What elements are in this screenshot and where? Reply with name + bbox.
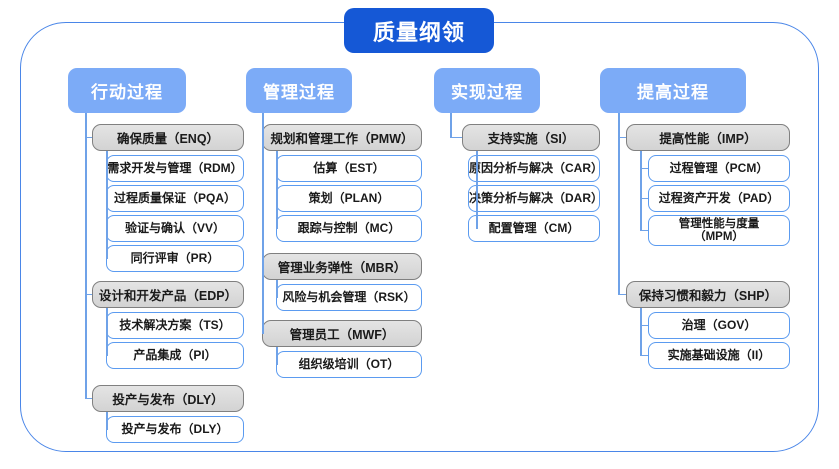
diagram-title: 质量纲领 (344, 8, 494, 53)
connector-group-4-2 (618, 293, 626, 296)
connector-group-3-1 (450, 136, 462, 139)
connector-spine-group-4-2 (640, 308, 642, 356)
leaf-box-1-1-3[interactable]: 验证与确认（VV） (106, 215, 244, 242)
connector-spine-group-1-1 (106, 151, 108, 259)
connector-spine-group-4-1 (640, 151, 642, 231)
connector-spine-column-3 (450, 113, 452, 138)
group-box-3-1[interactable]: 支持实施（SI） (462, 124, 600, 151)
group-box-1-2[interactable]: 设计和开发产品（EDP） (92, 281, 244, 308)
leaf-box-1-2-1[interactable]: 技术解决方案（TS） (106, 312, 244, 339)
connector-spine-column-2 (262, 113, 264, 334)
leaf-box-3-1-1[interactable]: 原因分析与解决（CAR） (468, 155, 603, 182)
leaf-box-2-3-1[interactable]: 组织级培训（OT） (276, 351, 422, 378)
leaf-box-1-1-1[interactable]: 需求开发与管理（RDM） (106, 155, 244, 182)
connector-leaf-4-2-2 (640, 354, 648, 357)
connector-spine-column-4 (618, 113, 620, 295)
leaf-box-4-2-1[interactable]: 治理（GOV） (648, 312, 790, 339)
connector-spine-group-2-1 (276, 151, 278, 229)
group-box-1-1[interactable]: 确保质量（ENQ） (92, 124, 244, 151)
connector-group-4-1 (618, 136, 626, 139)
connector-spine-group-1-2 (106, 308, 108, 356)
leaf-box-4-2-2[interactable]: 实施基础设施（II） (648, 342, 790, 369)
connector-spine-group-1-3 (106, 412, 108, 430)
group-box-2-2[interactable]: 管理业务弹性（MBR） (262, 253, 422, 280)
connector-leaf-4-1-1 (640, 167, 648, 170)
connector-leaf-4-1-3 (640, 229, 648, 232)
group-box-2-3[interactable]: 管理员工（MWF） (262, 320, 422, 347)
connector-spine-group-3-1 (476, 151, 478, 229)
leaf-box-2-1-3[interactable]: 跟踪与控制（MC） (276, 215, 422, 242)
group-box-1-3[interactable]: 投产与发布（DLY） (92, 385, 244, 412)
leaf-box-2-1-2[interactable]: 策划（PLAN） (276, 185, 422, 212)
leaf-box-4-1-1[interactable]: 过程管理（PCM） (648, 155, 790, 182)
leaf-box-4-1-2[interactable]: 过程资产开发（PAD） (648, 185, 790, 212)
connector-spine-group-2-2 (276, 280, 278, 298)
group-box-2-1[interactable]: 规划和管理工作（PMW） (262, 124, 422, 151)
leaf-box-1-2-2[interactable]: 产品集成（PI） (106, 342, 244, 369)
connector-group-1-3 (85, 397, 92, 400)
leaf-box-2-1-1[interactable]: 估算（EST） (276, 155, 422, 182)
column-header-2[interactable]: 管理过程 (246, 68, 352, 113)
connector-spine-column-1 (85, 113, 87, 399)
leaf-box-3-1-3[interactable]: 配置管理（CM） (468, 215, 600, 242)
connector-spine-group-2-3 (276, 347, 278, 365)
leaf-box-2-2-1[interactable]: 风险与机会管理（RSK） (276, 284, 422, 311)
connector-group-1-1 (85, 136, 92, 139)
connector-group-1-2 (85, 293, 92, 296)
column-header-4[interactable]: 提高过程 (600, 68, 746, 113)
leaf-box-1-3-1[interactable]: 投产与发布（DLY） (106, 416, 244, 443)
leaf-box-1-1-2[interactable]: 过程质量保证（PQA） (106, 185, 244, 212)
leaf-box-3-1-2[interactable]: 决策分析与解决（DAR） (468, 185, 603, 212)
leaf-box-4-1-3[interactable]: 管理性能与度量（MPM） (648, 215, 790, 246)
connector-leaf-4-2-1 (640, 324, 648, 327)
group-box-4-2[interactable]: 保持习惯和毅力（SHP） (626, 281, 790, 308)
group-box-4-1[interactable]: 提高性能（IMP） (626, 124, 790, 151)
leaf-box-1-1-4[interactable]: 同行评审（PR） (106, 245, 244, 272)
column-header-3[interactable]: 实现过程 (434, 68, 540, 113)
connector-leaf-4-1-2 (640, 197, 648, 200)
column-header-1[interactable]: 行动过程 (68, 68, 186, 113)
